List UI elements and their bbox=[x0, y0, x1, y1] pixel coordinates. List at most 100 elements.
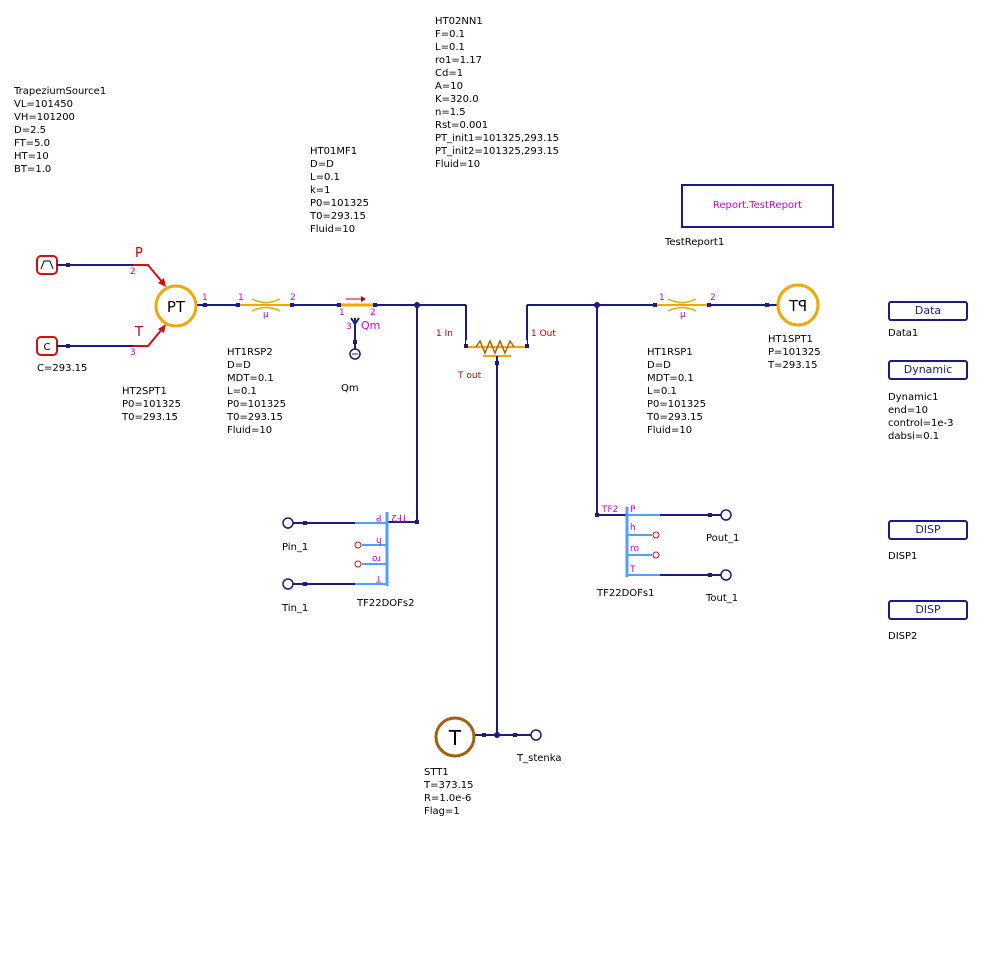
disp1-button[interactable]: DISP bbox=[888, 520, 968, 540]
tf22dofs2-port-t: T bbox=[376, 573, 382, 583]
param-line: F=0.1 bbox=[435, 29, 466, 40]
param-line: MDT=0.1 bbox=[227, 373, 274, 384]
tf22dofs1-name: TF22DOFs1 bbox=[597, 588, 655, 599]
tf22dofs2-port-ro: ro bbox=[372, 553, 382, 563]
svg-text:T: T bbox=[448, 726, 462, 750]
param-line: D=D bbox=[227, 360, 251, 371]
pout-1-probe[interactable] bbox=[720, 509, 732, 521]
disp2-button[interactable]: DISP bbox=[888, 600, 968, 620]
ht1rsp2-pipe[interactable] bbox=[240, 298, 290, 312]
tf22dofs2-bus[interactable] bbox=[354, 512, 389, 586]
ht01mf1-port-in: 1 bbox=[339, 308, 345, 318]
stt1-symbol[interactable]: T bbox=[434, 716, 476, 758]
ht01mf1-port-qm-num: 3 bbox=[346, 322, 352, 332]
param-line: Fluid=10 bbox=[647, 425, 693, 436]
t-stenka-label: T_stenka bbox=[517, 753, 562, 764]
tin-1-label: Tin_1 bbox=[282, 603, 309, 614]
data-button[interactable]: Data bbox=[888, 301, 968, 321]
ht02nn1-symbol[interactable] bbox=[466, 339, 527, 362]
param-line: D=D bbox=[310, 159, 334, 170]
dynamic-button[interactable]: Dynamic bbox=[888, 360, 968, 380]
ht01mf1-symbol[interactable] bbox=[340, 296, 375, 330]
param-line: T0=293.15 bbox=[122, 412, 178, 423]
param-line: k=1 bbox=[310, 185, 331, 196]
tf22dofs1-port-t: T bbox=[630, 565, 636, 575]
param-line: Fluid=10 bbox=[435, 159, 481, 170]
ht2spt1-port-p-num: 2 bbox=[130, 267, 136, 277]
pout-1-label: Pout_1 bbox=[706, 533, 740, 544]
param-line: Cd=1 bbox=[435, 68, 464, 79]
ht1rsp2-port-in: 1 bbox=[238, 293, 244, 303]
param-line: VH=101200 bbox=[14, 112, 75, 123]
ht01mf1-port-qm: Qm bbox=[361, 319, 381, 332]
tout-1-probe[interactable] bbox=[720, 569, 732, 581]
tf22dofs2-name: TF22DOFs2 bbox=[357, 598, 415, 609]
param-line: L=0.1 bbox=[227, 386, 257, 397]
wires bbox=[57, 264, 778, 736]
ht1spt1-name: HT1SPT1 bbox=[768, 334, 813, 345]
dynamic-caption: Dynamic1 end=10 control=1e-3 dabsi=0.1 bbox=[888, 392, 954, 442]
param-line: P0=101325 bbox=[122, 399, 181, 410]
ht2spt1-symbol[interactable]: PT bbox=[154, 284, 198, 328]
param-line: D=2.5 bbox=[14, 125, 46, 136]
tin-1-probe[interactable] bbox=[282, 578, 294, 590]
ht02nn1-name: HT02NN1 bbox=[435, 16, 483, 27]
param-line: Rst=0.001 bbox=[435, 120, 489, 131]
ht2spt1-port-out: 1 bbox=[202, 293, 208, 303]
ht2spt1-port-t: T bbox=[135, 325, 143, 340]
ht1rsp1-name: HT1RSP1 bbox=[647, 347, 693, 358]
param-line: L=0.1 bbox=[310, 172, 340, 183]
test-report-box[interactable]: Report.TestReport bbox=[681, 184, 834, 228]
param-line: L=0.1 bbox=[647, 386, 677, 397]
const-source-block[interactable]: C bbox=[36, 336, 58, 356]
ht02nn1-port-tout: T out bbox=[458, 371, 482, 381]
disp1-caption: DISP1 bbox=[888, 551, 918, 562]
qm-sensor-label: Qm bbox=[341, 383, 359, 394]
trapezium-icon bbox=[40, 260, 54, 270]
svg-text:PT: PT bbox=[167, 298, 186, 316]
trapezium-source-block[interactable] bbox=[36, 255, 58, 275]
param-line: PT_init2=101325,293.15 bbox=[435, 146, 560, 157]
param-line: VL=101450 bbox=[14, 99, 73, 110]
param-line: MDT=0.1 bbox=[647, 373, 694, 384]
ht1rsp1-mu: μ bbox=[680, 310, 686, 320]
t-stenka-probe[interactable] bbox=[530, 729, 542, 741]
param-line: ro1=1.17 bbox=[435, 55, 483, 66]
param-line: n=1.5 bbox=[435, 107, 466, 118]
const-source-label: C=293.15 bbox=[37, 363, 88, 374]
pin-1-probe[interactable] bbox=[282, 517, 294, 529]
tf22dofs1-port-ro: ro bbox=[630, 544, 640, 554]
param-line: T0=293.15 bbox=[647, 412, 703, 423]
ht2spt1-port-t-num: 3 bbox=[130, 348, 136, 358]
param-line: Fluid=10 bbox=[310, 224, 356, 235]
tf22dofs1-port-tf2: TF2 bbox=[602, 505, 619, 515]
tf22dofs2-port-tf2: TF2 bbox=[391, 512, 408, 522]
tf22dofs1-bus[interactable] bbox=[625, 507, 660, 577]
tf22dofs2-port-p: P bbox=[376, 512, 382, 522]
ht1spt1-symbol[interactable]: PT bbox=[776, 283, 820, 327]
param-line: L=0.1 bbox=[435, 42, 465, 53]
stt1-name: STT1 bbox=[424, 767, 449, 778]
junction-dots bbox=[66, 263, 769, 738]
tout-1-label: Tout_1 bbox=[706, 593, 739, 604]
param-line: FT=5.0 bbox=[14, 138, 50, 149]
ht02nn1-port-in: 1 In bbox=[436, 329, 453, 339]
param-line: T0=293.15 bbox=[310, 211, 366, 222]
ht1rsp1-pipe[interactable] bbox=[655, 298, 708, 312]
svg-text:PT: PT bbox=[788, 297, 807, 315]
param-line: P0=101325 bbox=[310, 198, 369, 209]
ht1rsp2-port-out: 2 bbox=[290, 293, 296, 303]
ht1rsp1-port-out: 2 bbox=[710, 293, 716, 303]
param-line: A=10 bbox=[435, 81, 463, 92]
ht2spt1-port-p: P bbox=[135, 246, 143, 261]
qm-sensor[interactable] bbox=[349, 348, 361, 360]
param-line: P0=101325 bbox=[227, 399, 286, 410]
param-line: T=293.15 bbox=[768, 360, 818, 371]
